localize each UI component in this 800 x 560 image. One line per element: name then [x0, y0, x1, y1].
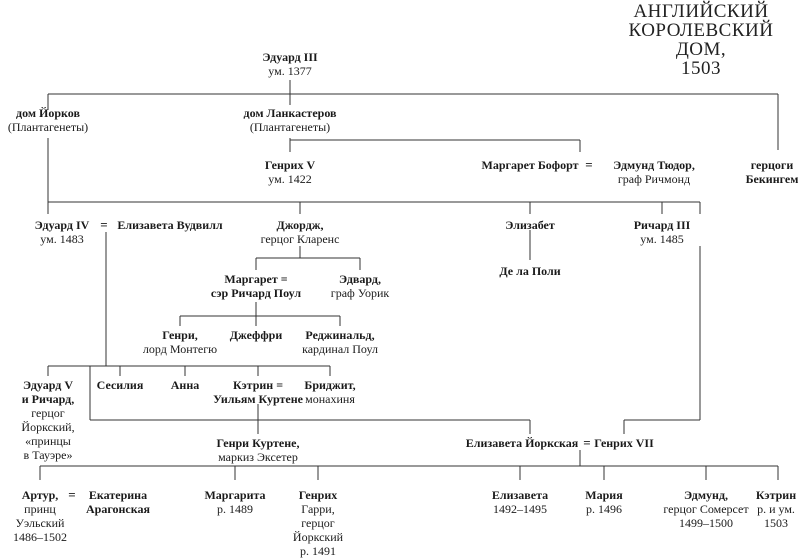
- person-elizabeth-woodville: Елизавета Вудвилл: [117, 218, 223, 232]
- marriage-sign: =: [585, 157, 593, 172]
- person-arthur: Артур, принц Уэльский 1486–1502: [13, 488, 67, 544]
- person-bridget: Бриджит, монахиня: [304, 378, 356, 406]
- title-line-1: АНГЛИЙСКИЙ: [633, 1, 769, 22]
- person-edward-warwick: Эдвард, граф Уорик: [330, 272, 390, 300]
- house-york: дом Йорков (Плантагенеты): [7, 106, 89, 134]
- person-george: Джордж, герцог Кларенс: [260, 218, 340, 246]
- person-margaret-beaufort: Маргарет Бофорт: [481, 158, 579, 172]
- person-elizaveta: Елизавета 1492–1495: [491, 488, 549, 516]
- diagram-title: АНГЛИЙСКИЙ КОРОЛЕВСКИЙ ДОМ, 1503: [606, 2, 796, 78]
- family-de-la-pole: Де ла Поли: [499, 264, 561, 278]
- marriage-sign: =: [583, 435, 591, 450]
- person-elizabet: Элизабет: [505, 218, 555, 232]
- person-henry-viii: Генрих Гарри, герцог Йоркский р. 1491: [292, 488, 344, 558]
- person-catherine-of-aragon: Екатерина Арагонская: [86, 488, 150, 516]
- title-line-3: 1503: [681, 58, 721, 79]
- person-edward-iii: Эдуард III ум. 1377: [262, 50, 318, 78]
- marriage-sign: =: [68, 487, 76, 502]
- marriage-sign: =: [100, 217, 108, 232]
- person-reginald: Реджинальд, кардинал Поул: [302, 328, 378, 356]
- person-anne: Анна: [170, 378, 200, 392]
- person-mary: Мария р. 1496: [585, 488, 623, 516]
- person-henry-vii: Генрих VII: [594, 436, 654, 450]
- person-katherine: Кэтрин р. и ум. 1503: [755, 488, 797, 530]
- person-geoffrey: Джеффри: [229, 328, 283, 342]
- person-cecily: Сесилия: [96, 378, 144, 392]
- person-margaret-pole: Маргарет = сэр Ричард Поул: [210, 272, 302, 300]
- dukes-buckingham: герцоги Бекингем: [745, 158, 799, 186]
- person-margarita: Маргарита р. 1489: [204, 488, 266, 516]
- person-edward-iv: Эдуард IV ум. 1483: [34, 218, 90, 246]
- house-lancaster: дом Ланкастеров (Плантагенеты): [243, 106, 337, 134]
- person-henry-courtenay: Генри Куртене, маркиз Эксетер: [216, 436, 300, 464]
- person-princes-in-tower: Эдуард V и Ричард, герцог Йоркский, «при…: [21, 378, 75, 462]
- person-catherine: Кэтрин = Уильям Куртене: [213, 378, 303, 406]
- person-henry-montagu: Генри, лорд Монтегю: [142, 328, 218, 356]
- person-richard-iii: Ричард III ум. 1485: [633, 218, 691, 246]
- person-edmund-tudor: Эдмунд Тюдор, граф Ричмонд: [613, 158, 695, 186]
- person-henry-v: Генрих V ум. 1422: [264, 158, 316, 186]
- person-edmund-somerset: Эдмунд, герцог Сомерсет 1499–1500: [663, 488, 749, 530]
- person-elizabeth-of-york: Елизавета Йоркская: [465, 436, 579, 450]
- title-line-2: КОРОЛЕВСКИЙ ДОМ,: [628, 20, 774, 60]
